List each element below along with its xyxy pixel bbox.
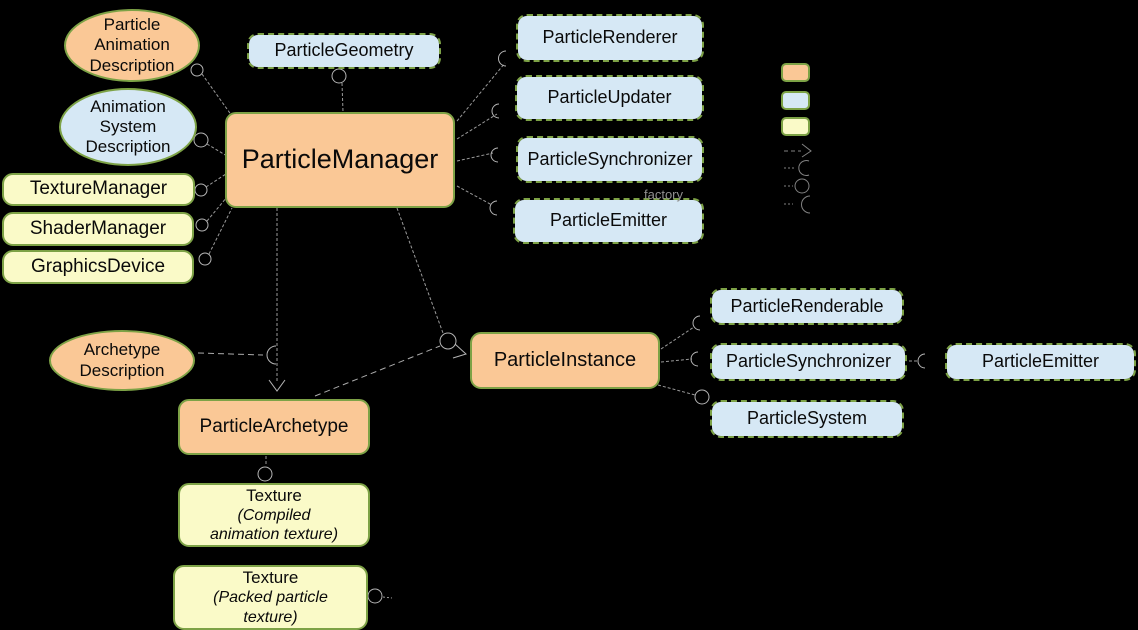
connector-texman-manager xyxy=(194,173,227,197)
connector-manager-updater xyxy=(456,103,500,140)
node-label: ParticleInstance xyxy=(493,348,637,371)
legend-swatch-yellow xyxy=(781,117,810,136)
connector-archetype-instance xyxy=(314,345,441,397)
node-particle-synchronizer-right: ParticleSynchronizer xyxy=(710,343,907,381)
node-particle-system: ParticleSystem xyxy=(710,400,904,438)
node-label: ShaderManager xyxy=(29,217,167,239)
node-shader-manager: ShaderManager xyxy=(2,212,194,246)
node-label: TextureManager xyxy=(29,178,168,200)
node-subtitle: (Compiled animation texture) xyxy=(209,506,339,543)
node-label: ParticleRenderer xyxy=(542,27,678,48)
node-particle-emitter-top: ParticleEmitter xyxy=(513,198,704,244)
node-archetype-description: Archetype Description xyxy=(49,330,195,391)
legend-symbol-socket-icon xyxy=(784,160,810,176)
connector-archdesc-junction xyxy=(197,352,264,356)
node-title: Texture xyxy=(246,485,302,505)
legend-symbol-circle-icon xyxy=(784,178,810,194)
connector-geometry-manager xyxy=(331,68,347,113)
connector-label-factory: factory xyxy=(644,187,684,202)
node-title: Texture xyxy=(242,568,299,588)
connector-shaman-manager xyxy=(195,196,228,232)
connector-manager-synchronizer xyxy=(456,147,499,163)
connector-manager-renderer xyxy=(456,50,507,122)
node-particle-archetype: ParticleArchetype xyxy=(178,399,370,455)
node-animation-system-description: Animation System Description xyxy=(59,88,197,166)
node-label: ParticleEmitter xyxy=(981,351,1100,372)
connector-manager-instance xyxy=(396,207,467,359)
connector-texture-packed-stub xyxy=(367,588,393,604)
legend-symbol-dashed-arrow-icon xyxy=(784,143,812,158)
connector-manager-archetype xyxy=(266,208,286,392)
node-particle-geometry: ParticleGeometry xyxy=(247,33,441,69)
node-particle-animation-description: Particle Animation Description xyxy=(64,9,200,82)
connector-synchronizer-emitter xyxy=(909,353,926,369)
connector-instance-synchronizer xyxy=(660,351,699,367)
node-label: Archetype Description xyxy=(79,340,165,380)
legend-swatch-orange xyxy=(781,63,810,82)
legend-swatch-blue xyxy=(781,91,810,110)
node-particle-instance: ParticleInstance xyxy=(470,332,660,389)
node-label: ParticleSystem xyxy=(746,408,868,429)
node-label: ParticleSynchronizer xyxy=(527,148,693,169)
node-graphics-device: GraphicsDevice xyxy=(2,250,194,284)
node-label: ParticleRenderable xyxy=(730,295,884,316)
node-label: ParticleSynchronizer xyxy=(725,351,892,372)
node-texture-packed: Texture (Packed particle texture) xyxy=(173,565,368,630)
node-particle-updater: ParticleUpdater xyxy=(515,75,704,121)
connector-instance-system xyxy=(657,384,710,405)
node-label: ParticleEmitter xyxy=(549,210,668,231)
node-particle-renderer: ParticleRenderer xyxy=(516,14,704,62)
node-label: ParticleArchetype xyxy=(199,415,349,437)
node-particle-renderable: ParticleRenderable xyxy=(710,288,904,325)
connector-instance-renderable xyxy=(660,315,701,350)
connector-manager-emitter xyxy=(456,185,498,216)
node-label: ParticleManager xyxy=(241,144,439,175)
node-subtitle: (Packed particle texture) xyxy=(213,589,328,626)
node-texture-compiled: Texture (Compiled animation texture) xyxy=(178,483,370,547)
node-particle-synchronizer-top: ParticleSynchronizer xyxy=(516,136,704,183)
node-label: ParticleGeometry xyxy=(274,40,414,61)
node-label: GraphicsDevice xyxy=(30,255,166,277)
legend-symbol-socket-large-icon xyxy=(784,195,811,214)
node-label: Animation System Description xyxy=(85,96,171,157)
connector-gfxdev-manager xyxy=(198,207,233,266)
node-label: ParticleUpdater xyxy=(547,87,672,108)
node-texture-manager: TextureManager xyxy=(2,173,195,206)
connector-asd-manager xyxy=(193,132,228,157)
node-label: Particle Animation Description xyxy=(89,15,175,75)
node-particle-manager: ParticleManager xyxy=(225,112,455,208)
node-particle-emitter-right: ParticleEmitter xyxy=(945,343,1136,381)
connector-archetype-texture-compiled xyxy=(257,456,273,482)
connector-pad-manager xyxy=(190,63,233,117)
